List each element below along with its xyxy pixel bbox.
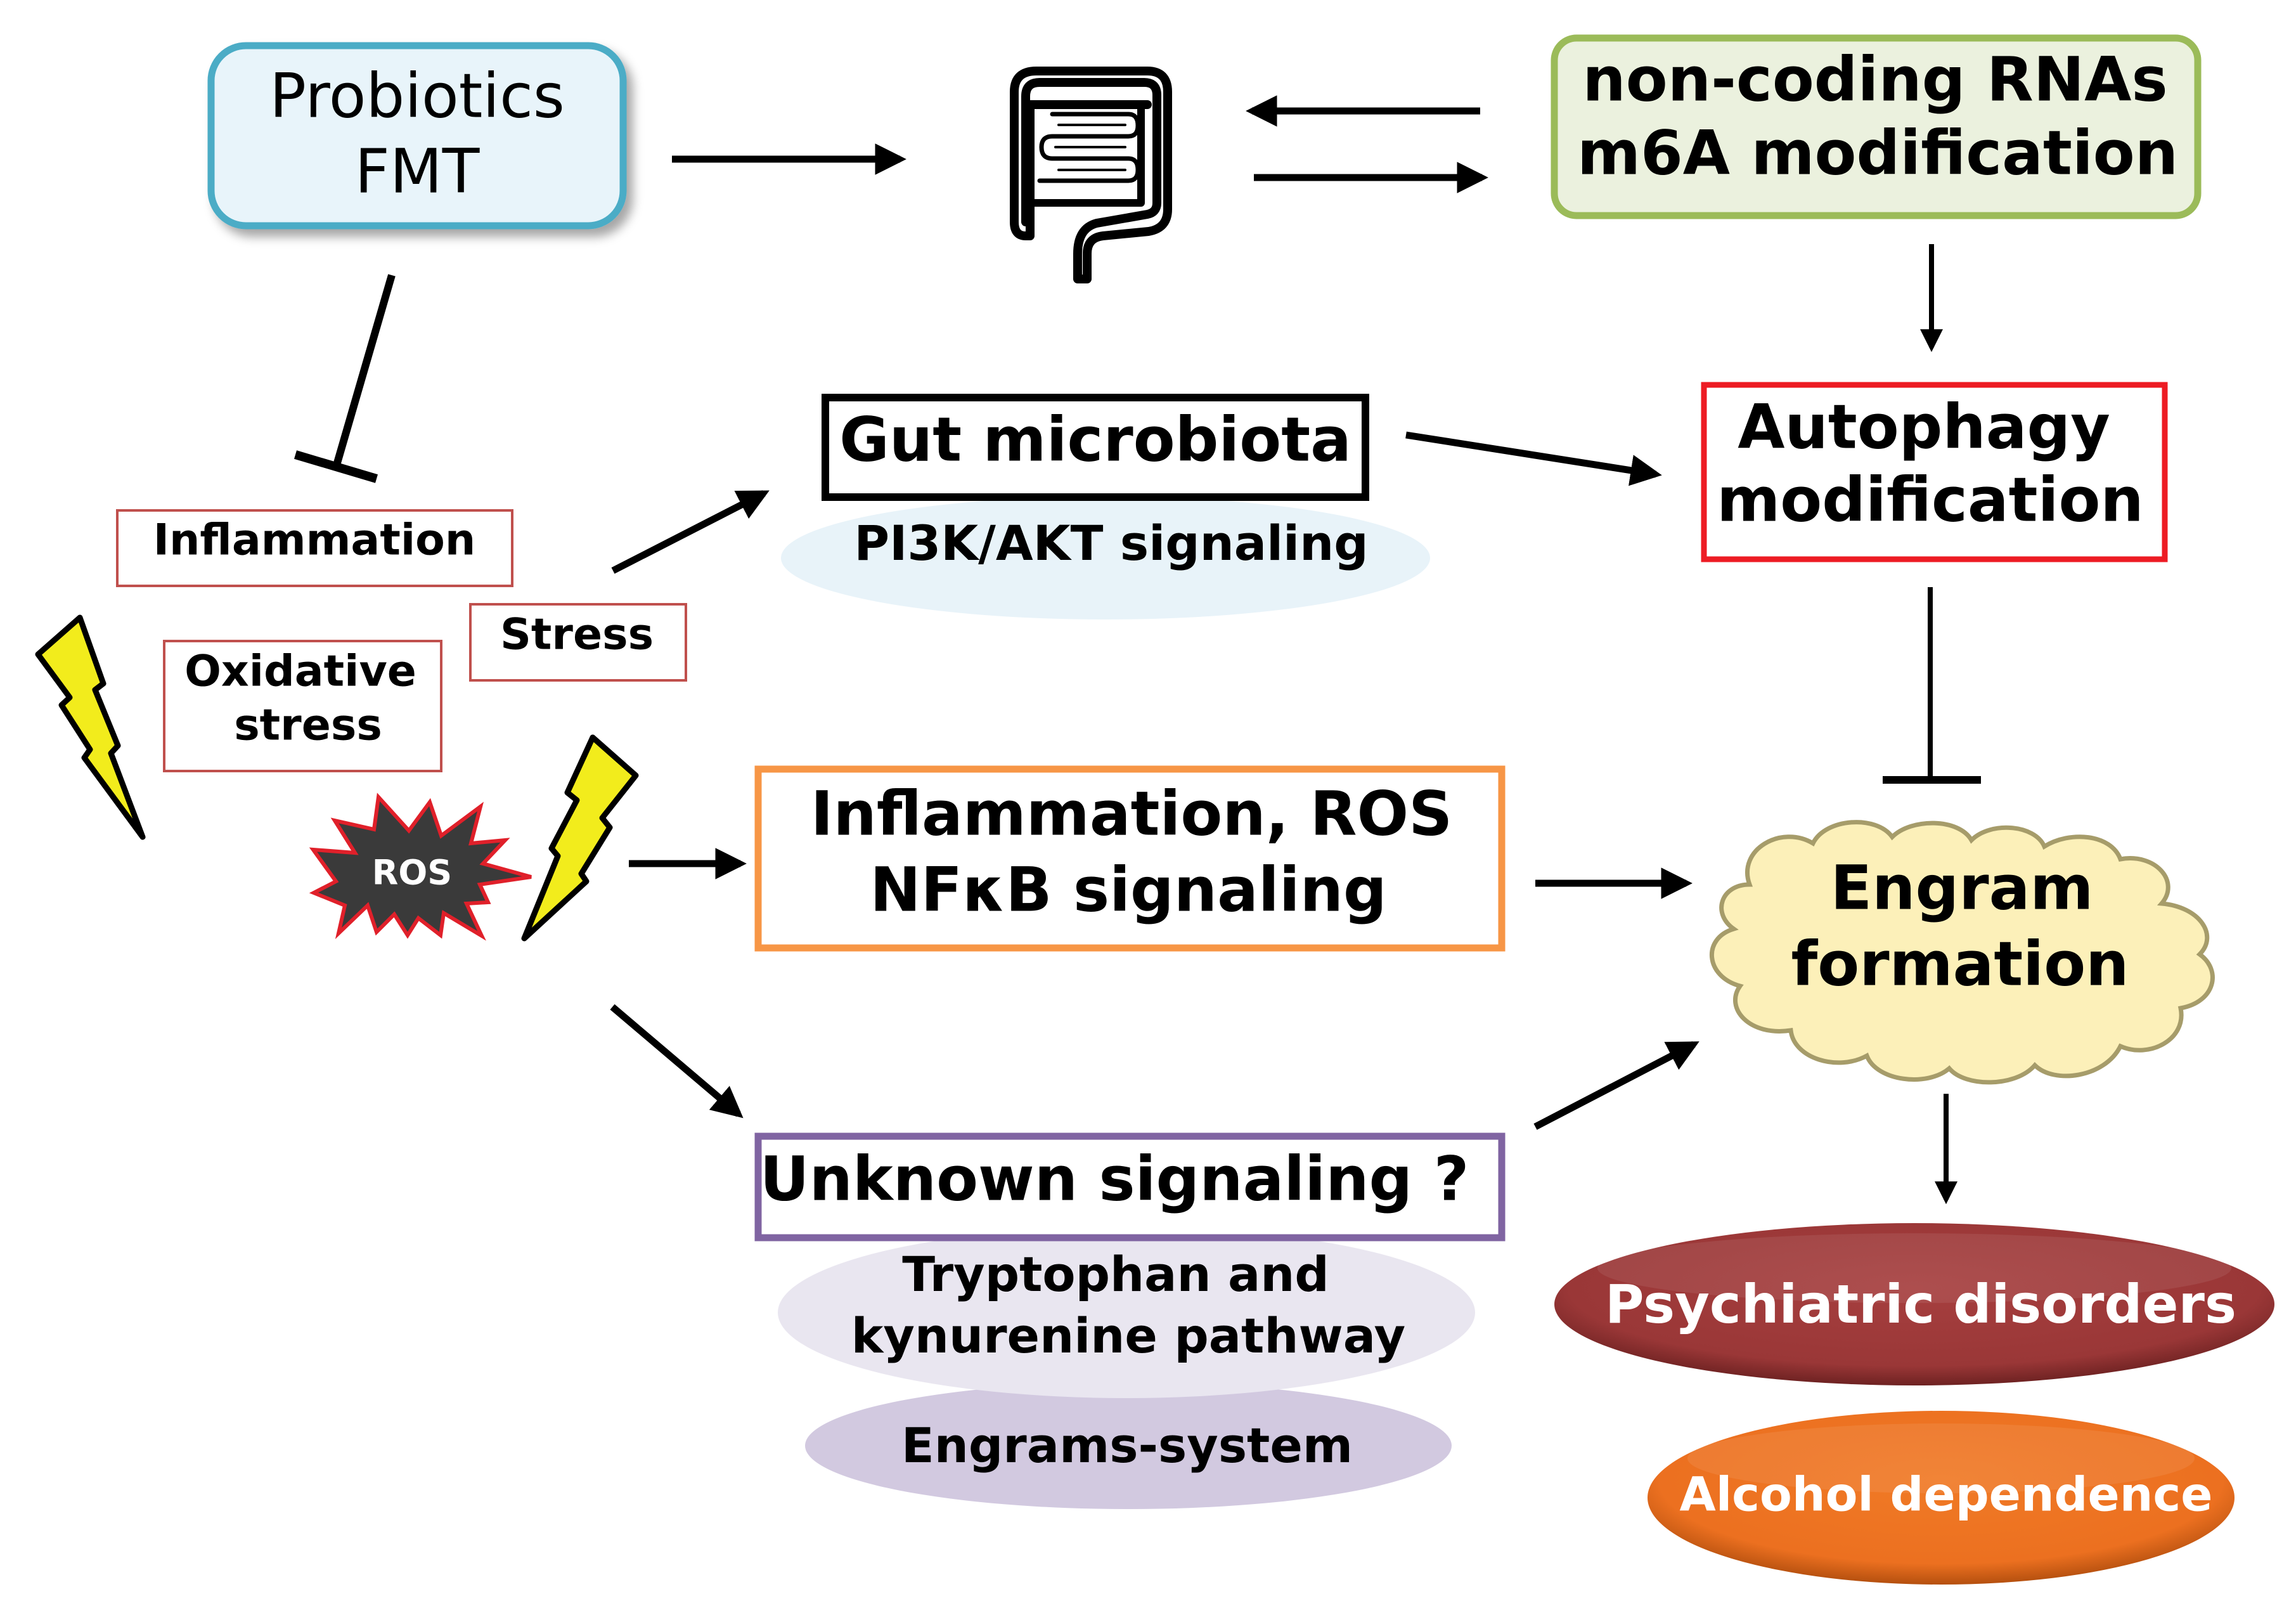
- lightning-bolt-icon: [521, 734, 639, 942]
- autophagy-node: Autophagy modification: [1701, 382, 2168, 562]
- arrow-stress-to-gut-microbiota: [611, 490, 770, 574]
- stress-node: Stress: [469, 603, 687, 682]
- inflammation-node: Inflammation: [116, 509, 513, 587]
- m6a-modification-label: m6A modification: [1577, 117, 2178, 188]
- autophagy-label: Autophagy: [1738, 391, 2110, 462]
- arrow-gut-microbiota-to-autophagy: [1405, 431, 1662, 486]
- formation-label: formation: [1791, 928, 2129, 999]
- noncoding-rna-label: non-coding RNAs: [1582, 44, 2167, 115]
- oxidative-label: Oxidative: [184, 647, 416, 697]
- engram-label: Engram: [1831, 852, 2094, 923]
- ros-burst: ROS: [309, 793, 532, 941]
- pi3k-akt-label: PI3K/AKT signaling: [854, 515, 1368, 571]
- oxidative-stress-label: stress: [234, 701, 382, 751]
- tryptophan-ellipse: [778, 1227, 1475, 1398]
- kynurenine-label: kynurenine pathway: [851, 1307, 1405, 1364]
- gut-microbiota-node: Gut microbiota: [822, 394, 1369, 501]
- alcohol-dependence-node: Alcohol dependence: [1648, 1411, 2235, 1585]
- engrams-system-ellipse: [805, 1382, 1452, 1509]
- probiotics-label: Probiotics: [269, 60, 565, 131]
- engram-formation-node: Engram formation: [1710, 820, 2215, 1085]
- inflammation-ros-node: Inflammation, ROS NFκB signaling: [754, 765, 1506, 952]
- inhibit-probiotics-inflammation: [294, 274, 396, 483]
- tryptophan-label: Tryptophan and: [902, 1246, 1329, 1302]
- psychiatric-disorders-label: Psychiatric disorders: [1605, 1273, 2236, 1335]
- lightning-bolt-icon: [35, 614, 146, 840]
- ros-label: ROS: [372, 853, 452, 893]
- oxidative-stress-node: Oxidative stress: [163, 640, 442, 772]
- arrow-unknown-to-engram: [1533, 1041, 1699, 1130]
- psychiatric-disorders-node: Psychiatric disorders: [1554, 1223, 2274, 1385]
- unknown-signaling-label: Unknown signaling ?: [760, 1143, 1469, 1214]
- stress-label: Stress: [500, 610, 654, 660]
- modification-label: modification: [1717, 464, 2144, 535]
- nfkb-signaling-label: NFκB signaling: [870, 854, 1386, 925]
- unknown-signaling-node: Unknown signaling ?: [754, 1132, 1506, 1242]
- inhibit-autophagy-engram: [1883, 587, 1981, 784]
- probiotics-fmt-node: Probiotics FMT: [207, 42, 627, 230]
- pi3k-akt-ellipse: [781, 496, 1430, 619]
- arrow-ros-to-unknown: [610, 1004, 744, 1118]
- intestine-icon: [1010, 67, 1172, 283]
- fmt-label: FMT: [355, 136, 480, 207]
- inflammation-ros-label: Inflammation, ROS: [811, 778, 1453, 849]
- noncoding-rna-node: non-coding RNAs m6A modification: [1551, 34, 2202, 219]
- inflammation-label: Inflammation: [153, 515, 476, 566]
- engrams-system-label: Engrams-system: [901, 1417, 1353, 1474]
- alcohol-dependence-label: Alcohol dependence: [1680, 1468, 2213, 1522]
- gut-microbiota-label: Gut microbiota: [839, 404, 1351, 475]
